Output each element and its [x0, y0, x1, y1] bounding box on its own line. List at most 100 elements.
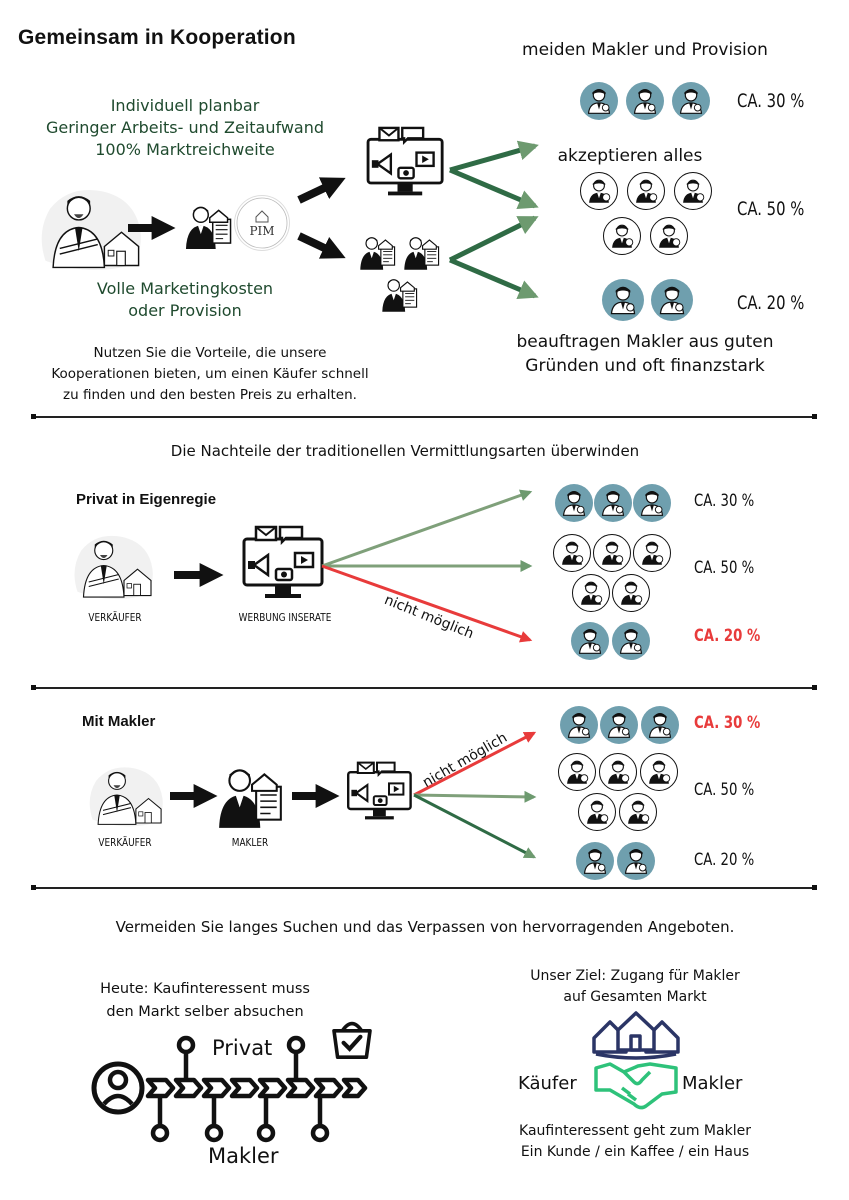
- buyer-icon: [555, 484, 593, 522]
- agent-label: Makler: [208, 1144, 279, 1168]
- buyer-icon: [602, 279, 644, 321]
- costs-text: Volle Marketingkosten oder Provision: [30, 278, 340, 322]
- description-line-3: zu finden und den besten Preis zu erhalt…: [63, 387, 357, 403]
- handshake-icon: [594, 1062, 678, 1110]
- divider-3: [31, 885, 817, 890]
- group-label-hire: beauftragen Makler aus guten Gründen und…: [480, 330, 810, 378]
- buyer-icon: [674, 172, 712, 210]
- goal-line-1: Unser Ziel: Zugang für Makler: [530, 968, 740, 984]
- buyer-icon: [626, 82, 664, 120]
- description-line-2: Kooperationen bieten, um einen Käufer sc…: [51, 366, 369, 382]
- section4-heading: Vermeiden Sie langes Suchen und das Verp…: [115, 918, 735, 936]
- arrows-private: [321, 489, 533, 643]
- buyer-icon: [641, 706, 679, 744]
- group-label-hire-line-1: beauftragen Makler aus guten: [516, 332, 774, 352]
- pct-agent-3: CA. 20 %: [694, 850, 755, 870]
- section2-title: Privat in Eigenregie: [76, 491, 217, 508]
- pct-agent-2: CA. 50 %: [694, 780, 755, 800]
- buyer-icon: [599, 753, 637, 791]
- private-label: Privat: [212, 1036, 273, 1060]
- arrow-black-icon: [128, 216, 176, 240]
- green-arrows-top: [448, 140, 539, 299]
- monitor-ads-icon: [345, 760, 417, 826]
- buyer-icon: [578, 793, 616, 831]
- footer-line-2: Ein Kunde / ein Kaffee / ein Haus: [520, 1144, 750, 1160]
- monitor-ads-icon: [240, 525, 330, 605]
- group-label-avoid: meiden Makler und Provision: [522, 40, 768, 60]
- pct-hire: CA. 20 %: [737, 292, 805, 314]
- group-label-accept: akzeptieren alles: [557, 146, 703, 166]
- agents-group-icon: [358, 228, 448, 318]
- buyer-icon: [619, 793, 657, 831]
- buyer-icon: [553, 534, 591, 572]
- benefit-3: 100% Marktreichweite: [95, 140, 275, 159]
- footer-line-1: Kaufinteressent geht zum Makler: [519, 1123, 751, 1139]
- arrow-black-icon: [292, 784, 340, 808]
- pct-private-3: CA. 20 %: [694, 626, 761, 646]
- agent-icon: [183, 200, 235, 252]
- seller-icon: [70, 528, 160, 603]
- buyer-icon: [612, 622, 650, 660]
- buyer-icon: [633, 484, 671, 522]
- buyer-icon: [558, 753, 596, 791]
- pim-logo: PIM: [234, 195, 290, 251]
- buyer-label: Käufer: [518, 1073, 577, 1094]
- goal-text: Unser Ziel: Zugang für Makler auf Gesamt…: [500, 966, 770, 1008]
- agent-caption: MAKLER: [231, 837, 269, 849]
- divider-2: [31, 685, 817, 690]
- market-search-diagram: [91, 1035, 368, 1143]
- buyer-icon: [580, 172, 618, 210]
- buyer-icon: [600, 706, 638, 744]
- pct-private-2: CA. 50 %: [694, 558, 755, 578]
- section3-title: Mit Makler: [82, 713, 156, 730]
- basket-check-icon: [328, 1014, 376, 1062]
- buyer-icon: [603, 217, 641, 255]
- pim-logo-text: PIM: [249, 224, 275, 238]
- buyer-icon: [593, 534, 631, 572]
- buyer-icon: [633, 534, 671, 572]
- today-line-2: den Markt selber absuchen: [106, 1004, 304, 1020]
- buyer-icon: [672, 82, 710, 120]
- pct-accept: CA. 50 %: [737, 198, 805, 220]
- buyer-icon: [580, 82, 618, 120]
- pct-avoid: CA. 30 %: [737, 90, 805, 112]
- description-text: Nutzen Sie die Vorteile, die unsere Koop…: [40, 343, 380, 406]
- buyer-icon: [640, 753, 678, 791]
- houses-handshake-icon: [592, 1011, 680, 1110]
- arrow-black-icon: [170, 784, 218, 808]
- cost-2: oder Provision: [128, 301, 242, 320]
- seller-caption: VERKÄUFER: [88, 612, 142, 624]
- buyer-icon: [571, 622, 609, 660]
- buyer-icon: [617, 842, 655, 880]
- user-circle-icon: [91, 1061, 145, 1115]
- section2-heading: Die Nachteile der traditionellen Vermitt…: [170, 442, 640, 460]
- today-text: Heute: Kaufinteressent muss den Markt se…: [75, 978, 335, 1024]
- split-arrows-icon: [297, 177, 346, 259]
- buyer-icon: [594, 484, 632, 522]
- group-label-hire-line-2: Gründen und oft finanzstark: [525, 356, 765, 376]
- goal-line-2: auf Gesamten Markt: [563, 989, 707, 1005]
- pct-agent-1: CA. 30 %: [694, 713, 761, 733]
- today-line-1: Heute: Kaufinteressent muss: [100, 981, 310, 997]
- makler-label: Makler: [682, 1073, 743, 1094]
- buyer-icon: [627, 172, 665, 210]
- pct-private-1: CA. 30 %: [694, 491, 755, 511]
- buyer-icon: [572, 574, 610, 612]
- benefit-2: Geringer Arbeits- und Zeitaufwand: [45, 118, 325, 137]
- benefits-text: Individuell planbar Geringer Arbeits- un…: [30, 95, 340, 161]
- buyer-icon: [612, 574, 650, 612]
- buyer-icon: [651, 279, 693, 321]
- buyer-icon: [576, 842, 614, 880]
- footer-text: Kaufinteressent geht zum Makler Ein Kund…: [490, 1121, 780, 1163]
- arrow-black-icon: [174, 563, 224, 587]
- seller-icon: [85, 760, 170, 830]
- monitor-ads-icon: [364, 126, 450, 202]
- page-title: Gemeinsam in Kooperation: [18, 26, 296, 49]
- divider-1: [31, 414, 817, 419]
- description-line-1: Nutzen Sie die Vorteile, die unsere: [93, 345, 327, 361]
- buyer-icon: [650, 217, 688, 255]
- benefit-1: Individuell planbar: [110, 96, 260, 115]
- house-icon: [592, 1011, 680, 1054]
- ads-caption: WERBUNG INSERATE: [238, 612, 332, 624]
- arrows-agent: [413, 731, 537, 859]
